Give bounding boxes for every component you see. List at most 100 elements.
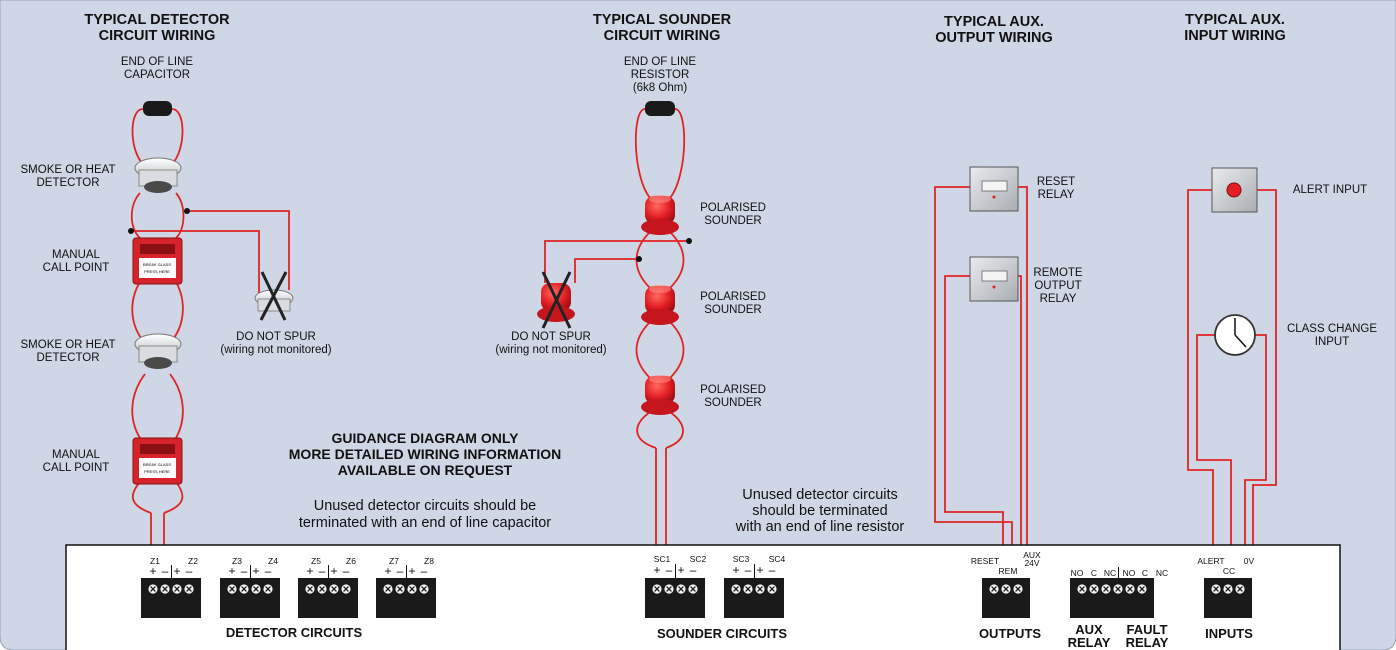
heading-aux-output: TYPICAL AUX.OUTPUT WIRING: [935, 14, 1053, 47]
terminal-label-z7: Z7: [389, 556, 399, 566]
terminal-label-aux-c: C: [1090, 568, 1098, 578]
alert-input-button-plate: [1211, 167, 1258, 213]
terminal-block-z1-z2: [141, 578, 201, 618]
terminal-label-0v: 0V: [1243, 556, 1255, 566]
label-do-not-spur-sounder: DO NOT SPUR(wiring not monitored): [495, 331, 607, 356]
terminal-block-sc1-sc2: [645, 578, 705, 618]
terminal-block-inputs: [1204, 578, 1252, 618]
polarity-mark: –: [264, 564, 272, 578]
polarity-separator: [675, 564, 676, 578]
terminal-label-z1: Z1: [150, 556, 160, 566]
polarity-mark: +: [732, 563, 740, 577]
terminal-label-fault-c: C: [1141, 568, 1149, 578]
terminal-block-sc3-sc4: [724, 578, 784, 618]
polarity-mark: +: [677, 563, 685, 577]
polarised-sounder-2: [641, 285, 679, 325]
clock-icon: [1214, 314, 1256, 356]
polarity-mark: +: [756, 563, 764, 577]
remote-output-relay-plate: [969, 256, 1019, 302]
polarity-mark: –: [161, 564, 169, 578]
polarity-mark: +: [653, 563, 661, 577]
terminal-block-outputs: [982, 578, 1030, 618]
terminal-label-z5: Z5: [311, 556, 321, 566]
terminal-label-rem: REM: [998, 566, 1018, 576]
svg-text:PRESS HERE: PRESS HERE: [144, 469, 170, 474]
svg-text:BREAK GLASS: BREAK GLASS: [143, 462, 171, 467]
polarity-mark: +: [228, 564, 236, 578]
relay-separator: [1118, 567, 1119, 579]
aux-output-wires: [934, 186, 1028, 545]
polarity-mark: –: [420, 564, 428, 578]
polarity-mark: +: [252, 564, 260, 578]
terminal-block-z5-z6: [298, 578, 358, 618]
terminal-label-z2: Z2: [188, 556, 198, 566]
terminal-label-sc2: SC2: [689, 554, 707, 564]
polarity-mark: –: [396, 564, 404, 578]
polarity-separator: [328, 565, 329, 579]
polarity-mark: +: [306, 564, 314, 578]
polarity-mark: –: [342, 564, 350, 578]
smoke-heat-detector-2: [134, 333, 182, 369]
polarity-mark: –: [689, 563, 697, 577]
polarity-mark: +: [173, 564, 181, 578]
heading-aux-input: TYPICAL AUX.INPUT WIRING: [1184, 12, 1286, 45]
group-sounder-circuits: SOUNDER CIRCUITS: [656, 626, 787, 641]
group-detector-circuits: DETECTOR CIRCUITS: [225, 625, 363, 640]
polarised-sounder-1: [641, 195, 679, 235]
terminal-label-sc1: SC1: [653, 554, 671, 564]
terminal-block-z3-z4: [220, 578, 280, 618]
terminal-label-fault-no: NO: [1122, 568, 1136, 578]
terminal-label-z4: Z4: [268, 556, 278, 566]
polarity-separator: [406, 565, 407, 579]
smoke-heat-detector-1: [134, 157, 182, 193]
terminal-label-aux-no: NO: [1070, 568, 1084, 578]
eol-capacitor: [143, 101, 172, 116]
sounder-loop-wires: [544, 108, 689, 545]
spurred-detector-crossed: [254, 271, 294, 321]
terminal-blocks: [141, 578, 1252, 618]
polarity-mark: +: [149, 564, 157, 578]
polarised-sounder-3: [641, 375, 679, 415]
group-inputs: INPUTS: [1205, 626, 1253, 641]
mcp-text-1: BREAK GLASS: [143, 262, 171, 267]
terminal-label-cc: CC: [1222, 566, 1236, 576]
terminal-label-reset: RESET: [970, 556, 1000, 566]
label-do-not-spur-detector: DO NOT SPUR(wiring not monitored): [220, 331, 332, 356]
polarity-separator: [754, 564, 755, 578]
terminal-block-aux-fault-relay: [1070, 578, 1154, 618]
terminal-label-z3: Z3: [232, 556, 242, 566]
terminal-label-sc3: SC3: [732, 554, 750, 564]
svg-text:PRESS HERE: PRESS HERE: [144, 269, 170, 274]
terminal-block-z7-z8: [376, 578, 436, 618]
polarity-mark: –: [768, 563, 776, 577]
terminal-label-z6: Z6: [346, 556, 356, 566]
terminal-label-fault-nc: NC: [1155, 568, 1169, 578]
label-alert-input: ALERT INPUT: [1292, 184, 1368, 196]
terminal-label-aux-nc: NC: [1103, 568, 1117, 578]
terminal-label-alert: ALERT: [1197, 556, 1225, 566]
eol-resistor: [645, 101, 675, 116]
terminal-label-z8: Z8: [424, 556, 434, 566]
reset-relay-plate: [969, 166, 1019, 212]
manual-call-point-1: BREAK GLASS PRESS HERE: [132, 237, 183, 285]
